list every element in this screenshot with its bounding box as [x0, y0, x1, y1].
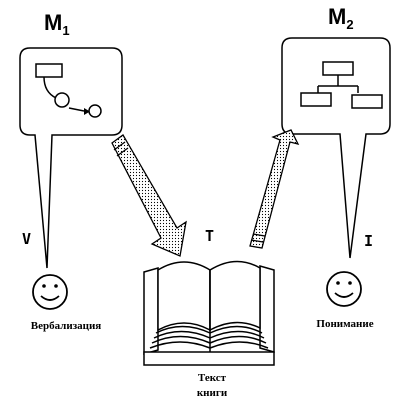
caption-verbalization: Вербализация [31, 320, 102, 332]
letter-t: T [205, 227, 214, 245]
hierarchy-diagram-icon [300, 61, 383, 109]
letter-v: V [22, 230, 31, 248]
model-left-title: M1 [44, 10, 70, 38]
book-icon [143, 260, 275, 366]
sequence-diagram-icon [35, 63, 102, 118]
caption-understanding: Понимание [316, 318, 373, 330]
understanding-arrow [249, 129, 300, 249]
letter-i: I [364, 232, 373, 250]
book-caption-line1: Текст [198, 372, 227, 384]
author-smiley-icon [32, 274, 68, 310]
reader-smiley-icon [326, 271, 362, 307]
model-right-title: M2 [328, 4, 354, 32]
left-thought-bubble [19, 47, 123, 269]
verbalization-arrow [111, 134, 187, 257]
book-caption-line2: книги [197, 387, 228, 399]
